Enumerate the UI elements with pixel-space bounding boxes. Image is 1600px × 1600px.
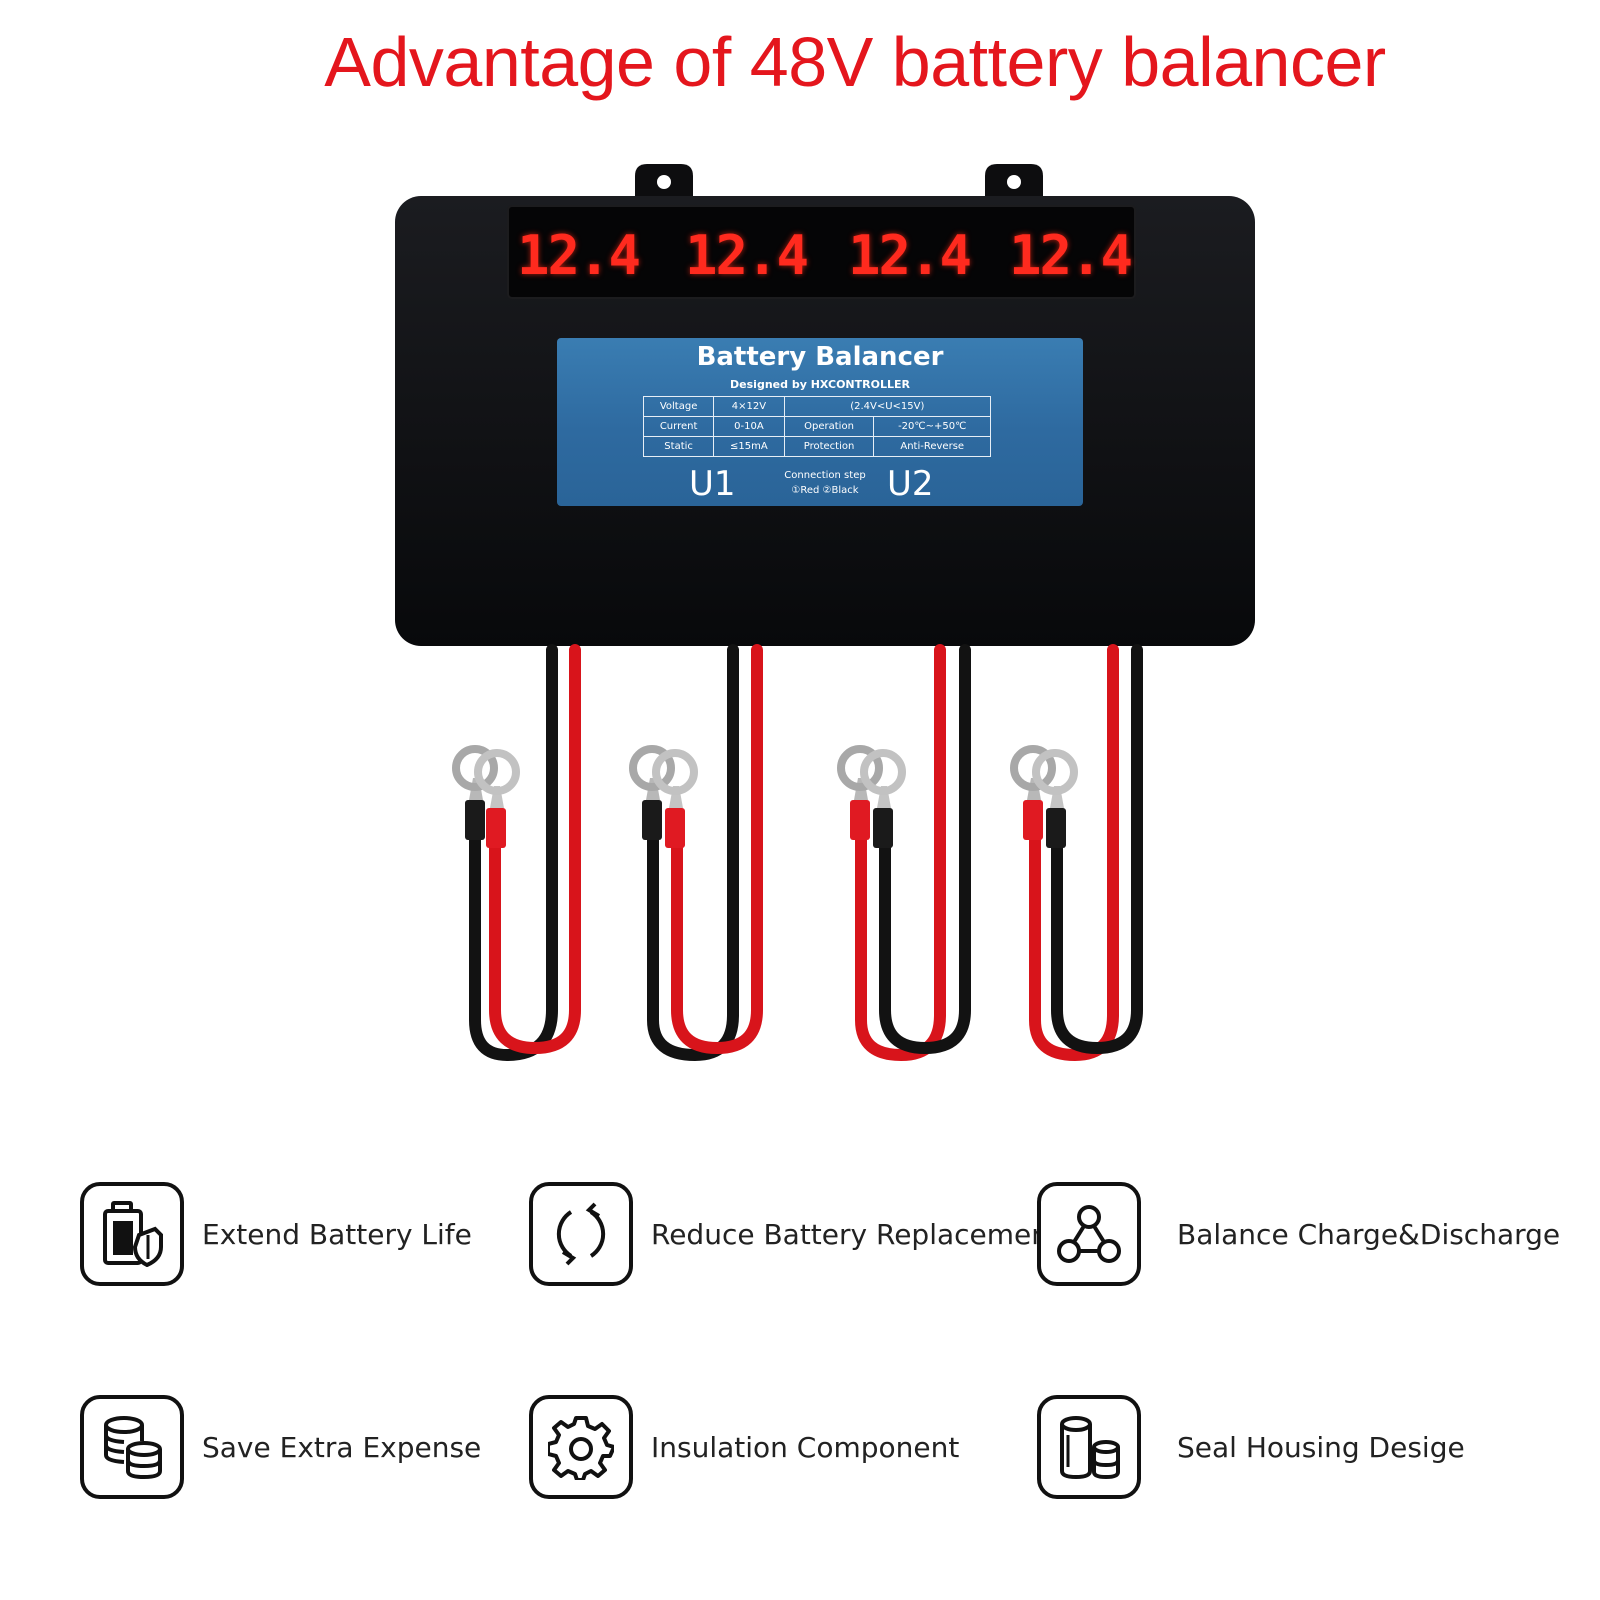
product-label: Battery Balancer Designed by HXCONTROLLE… — [557, 338, 1083, 506]
voltage-display-4: 12.4 — [1009, 224, 1133, 287]
spec-cell: 4×12V — [713, 396, 785, 417]
gear-icon — [529, 1395, 633, 1499]
feature-label: Insulation Component — [651, 1430, 960, 1464]
u2-label: U2 — [887, 464, 934, 504]
table-row: Current 0-10A Operation -20℃~+50℃ — [642, 416, 991, 437]
spec-table: Voltage 4×12V (2.4V<U<15V) Current 0-10A… — [642, 396, 992, 457]
connection-step: Connection step ①Red ②Black — [762, 468, 888, 498]
wires — [469, 644, 1143, 1062]
network-nodes-icon — [1037, 1182, 1141, 1286]
mount-hole-right — [1007, 175, 1021, 189]
connection-steps: ①Red ②Black — [791, 485, 859, 496]
label-title: Battery Balancer — [696, 342, 944, 372]
terminal-pair-1 — [452, 745, 520, 848]
table-row: Voltage 4×12V (2.4V<U<15V) — [642, 396, 992, 417]
spec-cell: Current — [642, 416, 715, 437]
feature-extend-battery-life: Extend Battery Life — [80, 1182, 472, 1286]
feature-seal-housing-design: Seal Housing Desige — [1037, 1395, 1465, 1499]
cylinders-icon — [1037, 1395, 1141, 1499]
feature-label: Balance Charge&Discharge — [1177, 1217, 1561, 1251]
terminal-pair-2 — [629, 745, 698, 848]
refresh-cycle-icon — [529, 1182, 633, 1286]
feature-label: Reduce Battery Replacement — [651, 1217, 1060, 1251]
coin-stack-icon — [80, 1395, 184, 1499]
voltage-display-1: 12.4 — [517, 224, 641, 287]
terminal-pair-4 — [1010, 745, 1078, 848]
feature-label: Seal Housing Desige — [1177, 1430, 1465, 1464]
u1-label: U1 — [689, 464, 736, 504]
page-title: Advantage of 48V battery balancer — [324, 23, 1386, 101]
mount-hole-left — [657, 175, 671, 189]
battery-shield-icon — [80, 1182, 184, 1286]
spec-cell: ≤15mA — [713, 436, 785, 457]
battery-balancer-device: 12.4 12.4 12.4 12.4 Battery Balancer Des… — [395, 160, 1255, 1090]
spec-cell: -20℃~+50℃ — [873, 416, 991, 437]
feature-insulation-component: Insulation Component — [529, 1395, 959, 1499]
ring-terminals — [452, 745, 1078, 848]
spec-cell: Voltage — [642, 396, 715, 417]
spec-cell: Operation — [783, 416, 875, 437]
feature-label: Extend Battery Life — [202, 1217, 472, 1251]
display-strip — [507, 205, 1136, 299]
feature-label: Save Extra Expense — [202, 1430, 482, 1464]
spec-cell: Protection — [783, 436, 875, 457]
table-row: Static ≤15mA Protection Anti-Reverse — [642, 436, 991, 457]
feature-reduce-battery-replacement: Reduce Battery Replacement — [529, 1182, 1060, 1286]
feature-balance-charge-discharge: Balance Charge&Discharge — [1037, 1182, 1560, 1286]
feature-save-extra-expense: Save Extra Expense — [80, 1395, 481, 1499]
spec-cell: 0-10A — [713, 416, 785, 437]
label-subtitle: Designed by HXCONTROLLER — [730, 378, 910, 391]
voltage-display-2: 12.4 — [685, 224, 809, 287]
spec-cell: Anti-Reverse — [873, 436, 991, 457]
device-illustration — [395, 164, 1255, 1062]
voltage-display-3: 12.4 — [848, 224, 972, 287]
connection-title: Connection step — [784, 470, 866, 481]
spec-cell: (2.4V<U<15V) — [783, 396, 992, 417]
spec-cell: Static — [642, 436, 715, 457]
terminal-pair-3 — [837, 745, 906, 848]
